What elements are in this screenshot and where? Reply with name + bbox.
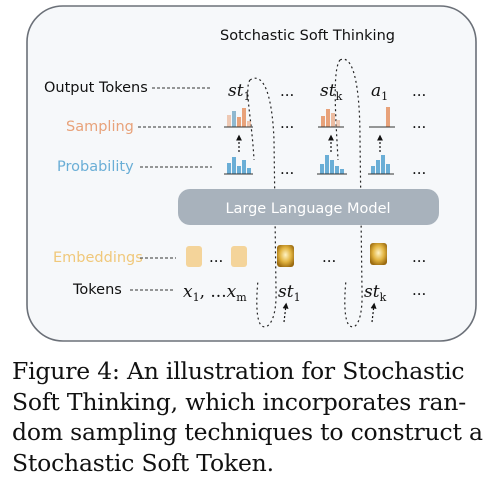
- probability-ellipsis-1: ...: [280, 160, 294, 178]
- embedding-soft-k: [370, 243, 387, 265]
- feedback-arrow-st1: [282, 302, 289, 323]
- feedback-loop-2: [339, 58, 363, 328]
- llm-box: [178, 189, 439, 225]
- probability-ellipsis-2: ...: [412, 160, 426, 178]
- llm-label: Large Language Model: [225, 201, 390, 217]
- probability-hist-2: [317, 155, 347, 175]
- embedding-block-2: [231, 246, 247, 267]
- input-ellipsis: ...: [412, 281, 426, 299]
- output-token-a1: a1: [371, 81, 388, 103]
- embedding-block-1: [186, 246, 202, 267]
- figure-caption: Figure 4: An illustration for Stochastic…: [12, 356, 483, 478]
- probability-hist-1: [224, 157, 253, 175]
- output-token-stk: stk: [320, 81, 343, 103]
- feedback-loop-1: [249, 77, 277, 328]
- probability-hist-3: [368, 155, 394, 175]
- input-token-stk: stk: [364, 282, 387, 304]
- diagram-title: Sotchastic Soft Thinking: [220, 28, 395, 44]
- caption-line-2: Soft Thinking, which incorporates ran-: [12, 387, 466, 416]
- input-token-st1: st1: [278, 282, 301, 304]
- label-output-tokens: Output Tokens: [44, 80, 148, 96]
- caption-line-3: dom sampling techniques to construct a: [12, 418, 483, 446]
- feedback-loop-2-left: [334, 59, 341, 161]
- caption-line-1: Figure 4: An illustration for Stochastic: [12, 357, 465, 385]
- label-tokens: Tokens: [72, 282, 122, 298]
- output-ellipsis-1: ...: [280, 82, 294, 100]
- sampling-hist-3: [369, 107, 395, 128]
- embedding-ellipsis-2: ...: [322, 248, 336, 266]
- label-probability: Probability: [57, 159, 134, 175]
- feedback-arrow-stk: [370, 302, 377, 323]
- label-embeddings: Embeddings: [53, 250, 143, 266]
- sampling-ellipsis-1: ...: [280, 114, 294, 132]
- caption-line-4: Stochastic Soft Token.: [12, 448, 274, 477]
- embedding-soft-1: [277, 245, 294, 267]
- embedding-ellipsis-1: ...: [209, 248, 223, 266]
- input-token-range: x1, ...xm: [183, 282, 247, 304]
- output-ellipsis-2: ...: [412, 82, 426, 100]
- sampling-hist-2: [318, 109, 344, 128]
- label-sampling: Sampling: [66, 119, 134, 135]
- embedding-ellipsis-3: ...: [412, 248, 426, 266]
- output-token-st1: st1: [228, 81, 251, 103]
- sampling-ellipsis-2: ...: [412, 114, 426, 132]
- sampling-hist-1: [224, 108, 253, 128]
